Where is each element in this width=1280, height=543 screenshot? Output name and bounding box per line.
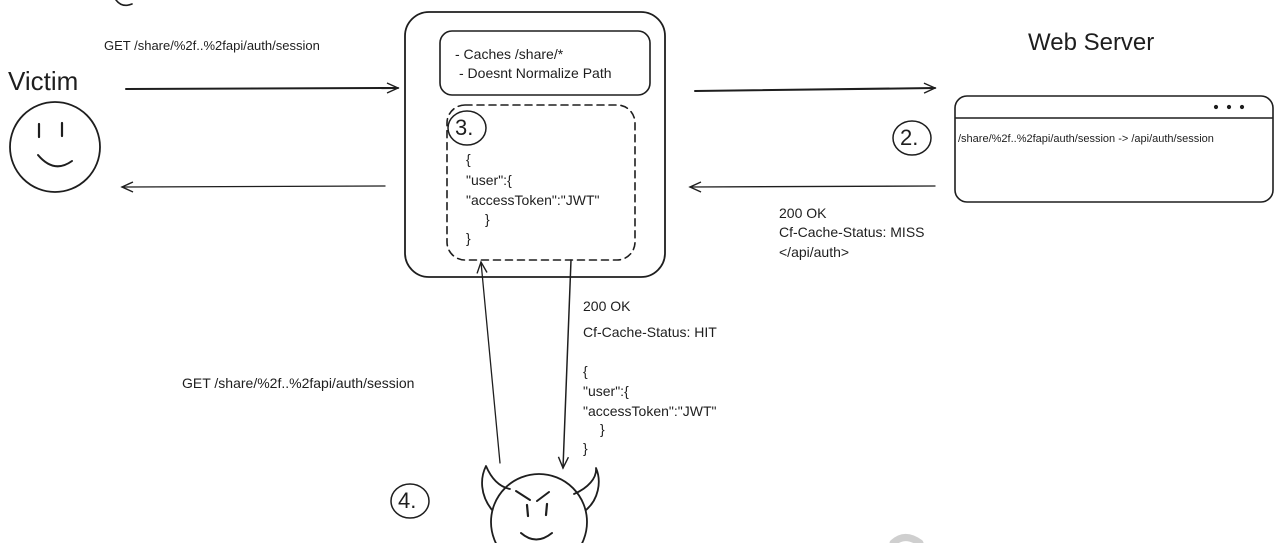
attacker-body-line-1: { [583,363,588,379]
cache-note-2: - Doesnt Normalize Path [459,65,612,81]
attacker-response-status: 200 OK [583,298,631,314]
cache-note-1: - Caches /share/* [455,46,564,62]
attacker-body-line-5: } [583,440,588,456]
cached-response-box [446,104,636,261]
step-3-circle [447,110,487,146]
victim-request-label: GET /share/%2f..%2fapi/auth/session [104,38,320,53]
cached-body-line-5: } [466,230,471,246]
cache-proxy-box [404,11,666,278]
step-2-circle [892,120,932,156]
smiley-face-icon [9,101,101,193]
step-4-circle [390,483,430,519]
victim-label: Victim [8,66,79,96]
attacker-body-line-2: "user":{ [583,383,629,399]
partial-watermark-shape [889,534,924,543]
attacker-request-label: GET /share/%2f..%2fapi/auth/session [182,375,415,391]
web-server-label: Web Server [1028,29,1155,56]
arrow-victim-to-cache [125,82,400,94]
server-response-line-3: </api/auth> [779,244,850,260]
attacker-response-cache-status: Cf-Cache-Status: HIT [583,324,717,340]
arrow-attacker-to-cache [476,260,501,464]
cached-body-line-4: } [485,211,490,227]
cached-body-line-3: "accessToken":"JWT" [466,192,600,208]
cache-notes-box [439,30,651,96]
server-response-line-1: 200 OK [779,205,827,221]
arrow-cache-to-victim [120,181,386,193]
arrow-server-to-cache [688,181,936,193]
step-2-label: 2. [900,125,919,150]
cropped-step-circle [115,0,133,7]
attacker-body-line-4: } [600,421,605,437]
step-4-label: 4. [398,488,417,513]
web-server-path-mapping: /share/%2f..%2fapi/auth/session -> /api/… [958,133,1214,145]
arrow-cache-to-server [694,82,937,94]
attacker-body-line-3: "accessToken":"JWT" [583,403,717,419]
devil-face-icon [481,465,600,543]
browser-window-icon [954,95,1274,203]
step-3-label: 3. [455,115,474,140]
cached-body-line-1: { [466,151,471,167]
server-response-line-2: Cf-Cache-Status: MISS [779,224,925,240]
arrow-cache-to-attacker [557,259,572,470]
cached-body-line-2: "user":{ [466,172,512,188]
